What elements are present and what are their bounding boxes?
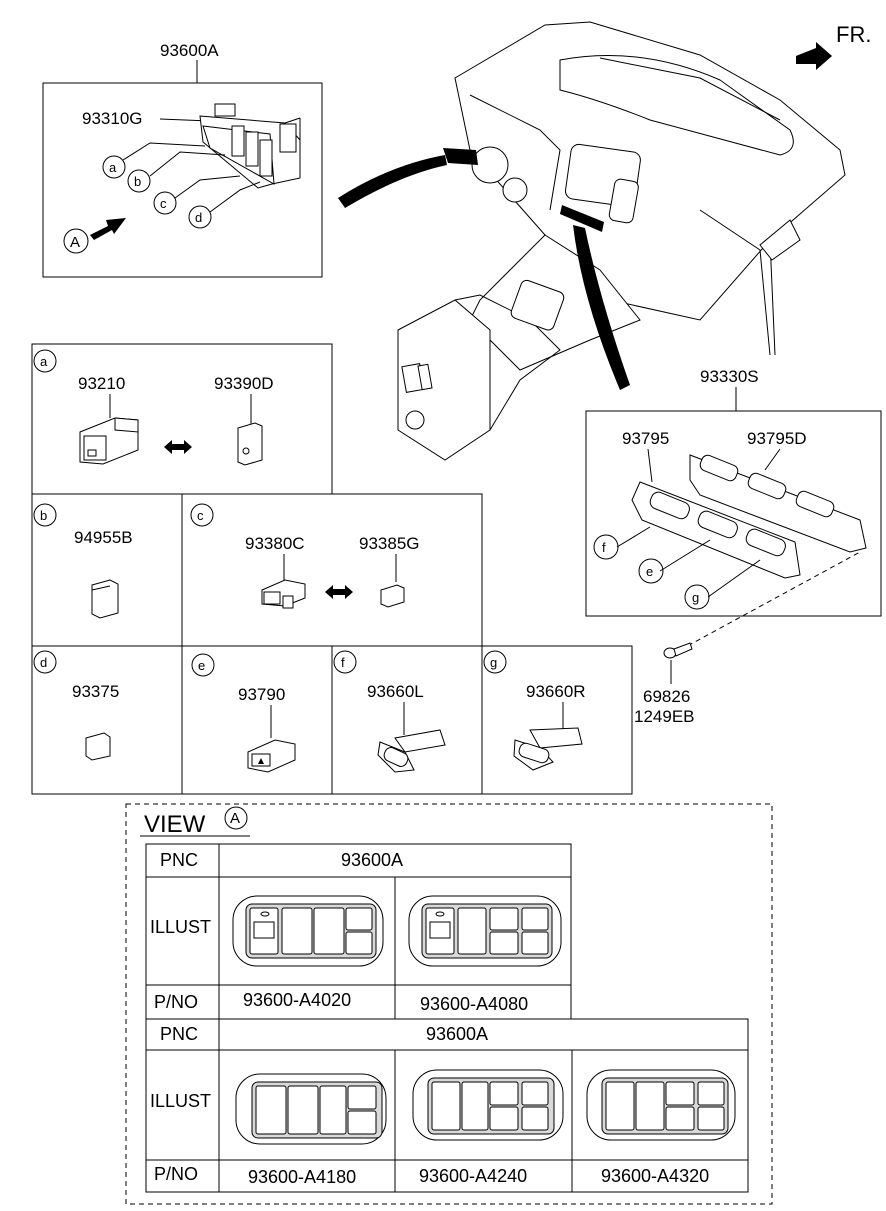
part-93210-drawing (79, 417, 139, 465)
part-93210-label: 93210 (78, 374, 125, 393)
table-1-illust-header: ILLUST (150, 917, 211, 937)
part-93310G-label: 93310G (82, 109, 143, 128)
table-2-pno-1: 93600-A4240 (419, 1166, 527, 1186)
part-93385G-label: 93385G (359, 534, 420, 553)
part-93795-label: 93795 (622, 429, 669, 448)
callout-d: d (195, 210, 202, 225)
box-f-letter: f (341, 655, 345, 670)
table-2-illust-header: ILLUST (150, 1091, 211, 1111)
assembly-93600A: 93600A 93310G a b c d A (42, 41, 323, 278)
switch-illust-A4240 (412, 1069, 564, 1141)
view-arrow-icon (90, 218, 126, 240)
part-93790-drawing (247, 739, 296, 773)
table-1-pno-1: 93600-A4080 (420, 994, 528, 1014)
table-2-pno-header: P/NO (154, 1164, 198, 1184)
bezel-title: 93330S (700, 367, 759, 386)
callout-g: g (692, 590, 699, 605)
alternate-arrow-icon-2 (325, 585, 353, 599)
screw-drawing (663, 642, 693, 659)
table-2: PNC 93600A ILLUST P/NO 93600-A4180 93600… (145, 1018, 749, 1193)
part-93375-label: 93375 (72, 682, 119, 701)
table-1-pno-0: 93600-A4020 (243, 990, 351, 1010)
box-a-letter: a (40, 354, 48, 369)
box-g-letter: g (490, 655, 497, 670)
callout-e: e (646, 564, 653, 579)
part-93660L-drawing (377, 729, 446, 773)
part-93660R-drawing (513, 727, 583, 771)
box-b-letter: b (40, 508, 47, 523)
table-1-pnc-header: PNC (160, 850, 198, 870)
table-2-pno-0: 93600-A4180 (248, 1167, 356, 1187)
bezel-93795-drawing (631, 481, 801, 579)
view-label: VIEW (144, 811, 206, 838)
assembly-title: 93600A (160, 41, 219, 60)
part-94955B-label: 94955B (74, 528, 133, 547)
switch-illust-A4320 (586, 1069, 736, 1141)
callout-f: f (602, 540, 606, 555)
switch-illust-A4080 (408, 895, 562, 967)
dashboard-illustration (338, 21, 846, 461)
box-e-letter: e (198, 658, 205, 673)
part-93380C-drawing (261, 579, 306, 609)
box-d-letter: d (40, 655, 47, 670)
view-marker: A (70, 234, 80, 251)
switch-illust-A4180 (235, 1073, 387, 1145)
callout-b: b (134, 174, 141, 189)
screw-part-1249EB: 1249EB (634, 707, 695, 726)
part-93390D-label: 93390D (214, 374, 274, 393)
switch-illust-A4020 (232, 895, 384, 967)
view-label-marker: A (230, 810, 240, 827)
bezel-93795D-drawing (689, 454, 867, 553)
bezel-93330S: 93330S 93795 93795D f e g (585, 367, 882, 726)
part-93790-label: 93790 (238, 685, 285, 704)
part-93390D-drawing (237, 422, 263, 466)
front-label: FR. (836, 22, 871, 47)
alternate-arrow-icon (164, 440, 192, 454)
box-c-letter: c (197, 508, 204, 523)
table-1-pno-header: P/NO (154, 992, 198, 1012)
screw-part-69826: 69826 (643, 687, 690, 706)
table-2-pno-2: 93600-A4320 (601, 1166, 709, 1186)
view-a-section: VIEW A PNC 93600A ILLUST P/NO 93600-A402… (125, 803, 773, 1205)
callout-c: c (160, 196, 167, 211)
part-93385G-drawing (380, 584, 405, 608)
part-94955B-drawing (91, 579, 119, 619)
part-93660L-label: 93660L (367, 682, 424, 701)
table-1: PNC 93600A ILLUST P/NO 93600-A4020 93600… (145, 843, 572, 1020)
table-1-pnc-value: 93600A (341, 850, 403, 870)
table-2-pnc-value: 93600A (426, 1024, 488, 1044)
part-93660R-label: 93660R (526, 682, 586, 701)
front-direction-indicator: FR. (796, 22, 871, 70)
table-2-pnc-header: PNC (160, 1024, 198, 1044)
part-93375-drawing (85, 732, 111, 761)
detail-boxes: a 93210 93390D b 94955B c 93380C 93385G (31, 343, 633, 795)
part-93795D-label: 93795D (747, 429, 807, 448)
switch-cluster-drawing (199, 103, 301, 189)
front-arrow-icon (796, 42, 832, 70)
callout-a: a (109, 160, 117, 175)
part-93380C-label: 93380C (245, 534, 305, 553)
